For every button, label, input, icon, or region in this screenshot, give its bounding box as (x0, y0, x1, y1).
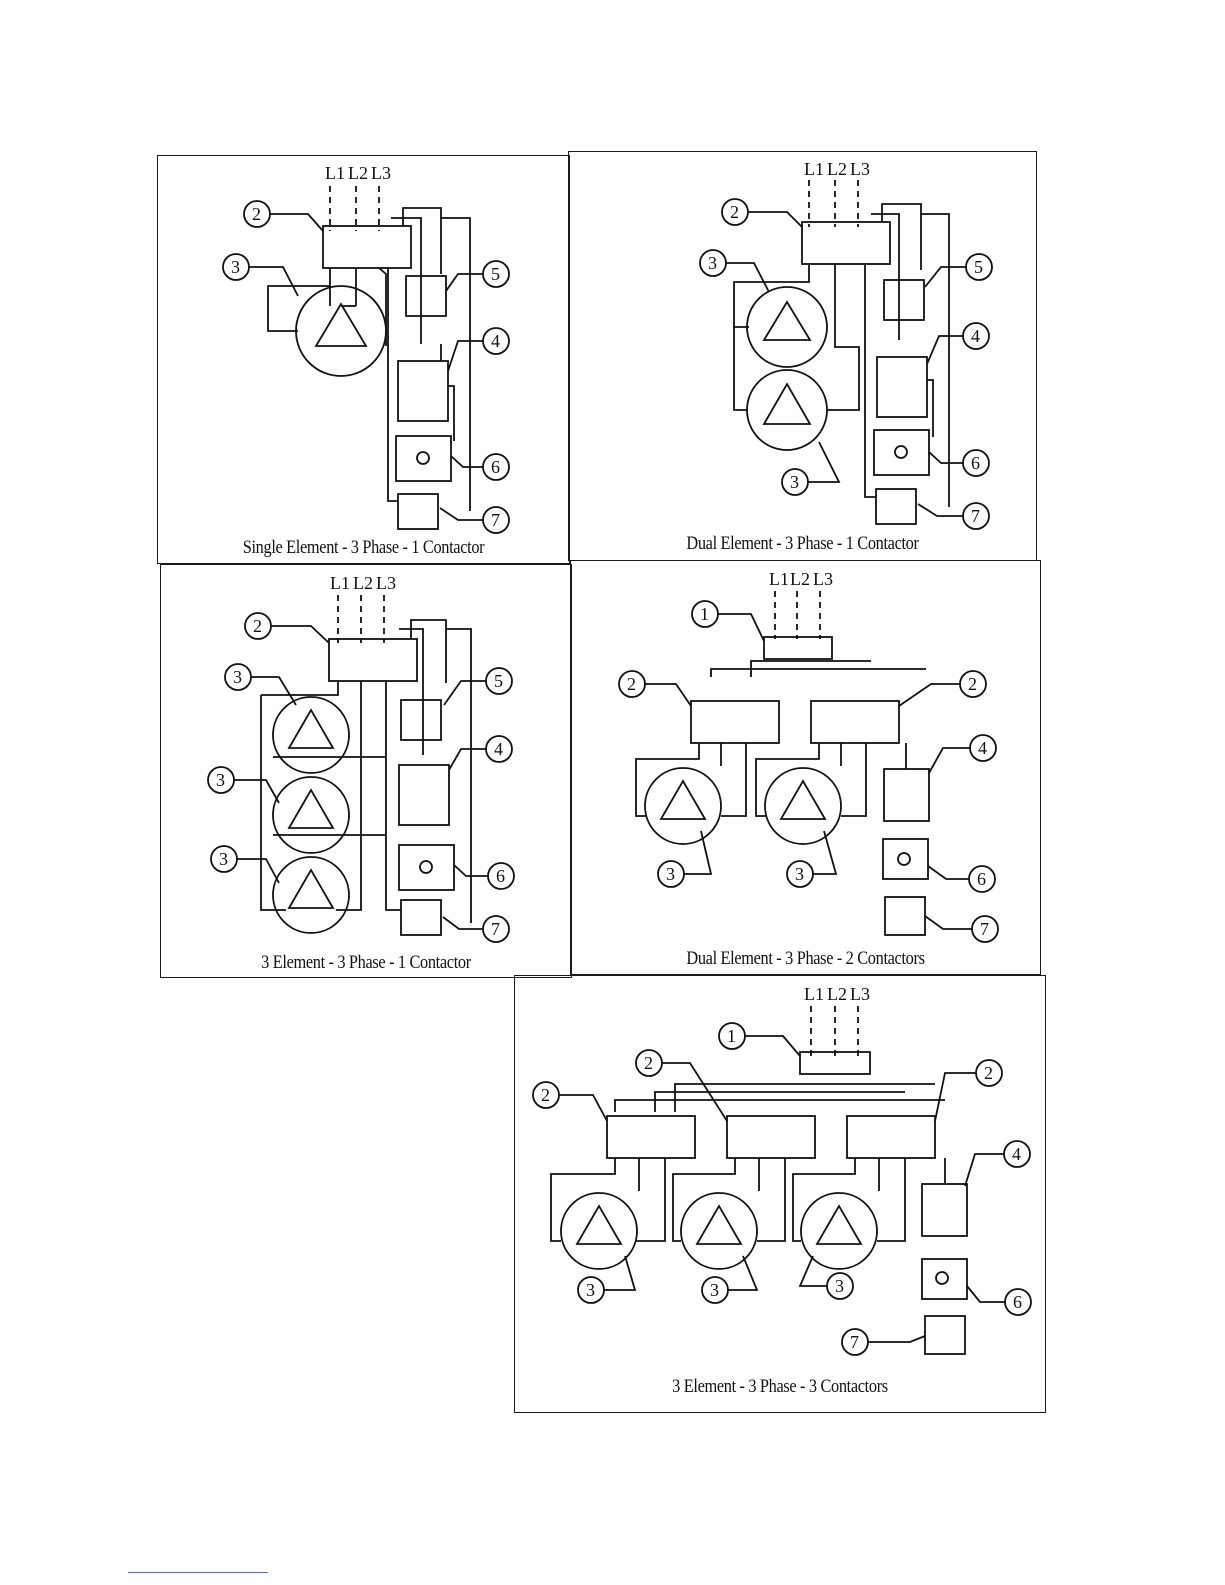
svg-text:6: 6 (977, 869, 986, 889)
svg-text:3: 3 (835, 1276, 844, 1296)
svg-text:3: 3 (795, 864, 804, 884)
svg-text:3: 3 (231, 257, 240, 277)
svg-text:3: 3 (219, 849, 228, 869)
panel-caption: 3 Element - 3 Phase - 3 Contactors (672, 1376, 888, 1397)
svg-text:3: 3 (790, 472, 799, 492)
svg-text:7: 7 (980, 919, 989, 939)
svg-text:3: 3 (710, 1280, 719, 1300)
svg-text:4: 4 (971, 326, 980, 346)
svg-text:L3: L3 (371, 163, 391, 183)
svg-text:5: 5 (974, 257, 983, 277)
svg-text:3: 3 (233, 667, 242, 687)
svg-text:1: 1 (700, 604, 709, 624)
svg-text:L2: L2 (353, 573, 373, 593)
footer-rule (128, 1572, 268, 1573)
svg-text:5: 5 (491, 264, 500, 284)
svg-text:2: 2 (253, 616, 262, 636)
svg-text:2: 2 (252, 204, 261, 224)
svg-text:L2: L2 (827, 159, 847, 179)
svg-text:2: 2 (627, 674, 636, 694)
svg-text:L3: L3 (813, 569, 833, 589)
svg-text:L2: L2 (827, 984, 847, 1004)
svg-text:3: 3 (586, 1280, 595, 1300)
svg-text:L2: L2 (348, 163, 368, 183)
svg-text:L3: L3 (850, 984, 870, 1004)
svg-text:1: 1 (727, 1026, 736, 1046)
svg-text:L1: L1 (804, 159, 824, 179)
svg-text:6: 6 (491, 457, 500, 477)
svg-text:5: 5 (494, 671, 503, 691)
svg-text:6: 6 (496, 866, 505, 886)
panel-caption: Single Element - 3 Phase - 1 Contactor (242, 537, 485, 558)
svg-text:2: 2 (968, 674, 977, 694)
svg-text:L3: L3 (376, 573, 396, 593)
svg-text:4: 4 (491, 331, 500, 351)
svg-text:6: 6 (971, 453, 980, 473)
svg-text:3: 3 (708, 253, 717, 273)
svg-text:3: 3 (216, 770, 225, 790)
svg-text:L3: L3 (850, 159, 870, 179)
svg-text:L1: L1 (804, 984, 824, 1004)
svg-text:3: 3 (666, 864, 675, 884)
svg-text:7: 7 (971, 506, 980, 526)
panel-caption: 3 Element - 3 Phase - 1 Contactor (261, 952, 471, 973)
svg-text:2: 2 (984, 1063, 993, 1083)
svg-text:L1: L1 (330, 573, 350, 593)
svg-text:L2: L2 (790, 569, 810, 589)
svg-text:6: 6 (1013, 1292, 1022, 1312)
svg-text:4: 4 (494, 739, 503, 759)
svg-text:L1: L1 (769, 569, 789, 589)
svg-text:2: 2 (644, 1053, 653, 1073)
svg-text:4: 4 (1012, 1144, 1021, 1164)
svg-text:L1: L1 (325, 163, 345, 183)
panel-caption: Dual Element - 3 Phase - 2 Contactors (686, 948, 925, 969)
panel-caption: Dual Element - 3 Phase - 1 Contactor (686, 533, 919, 554)
svg-text:2: 2 (541, 1085, 550, 1105)
svg-text:4: 4 (978, 738, 987, 758)
svg-text:7: 7 (491, 919, 500, 939)
svg-text:2: 2 (730, 202, 739, 222)
svg-text:7: 7 (491, 510, 500, 530)
svg-text:7: 7 (850, 1332, 859, 1352)
